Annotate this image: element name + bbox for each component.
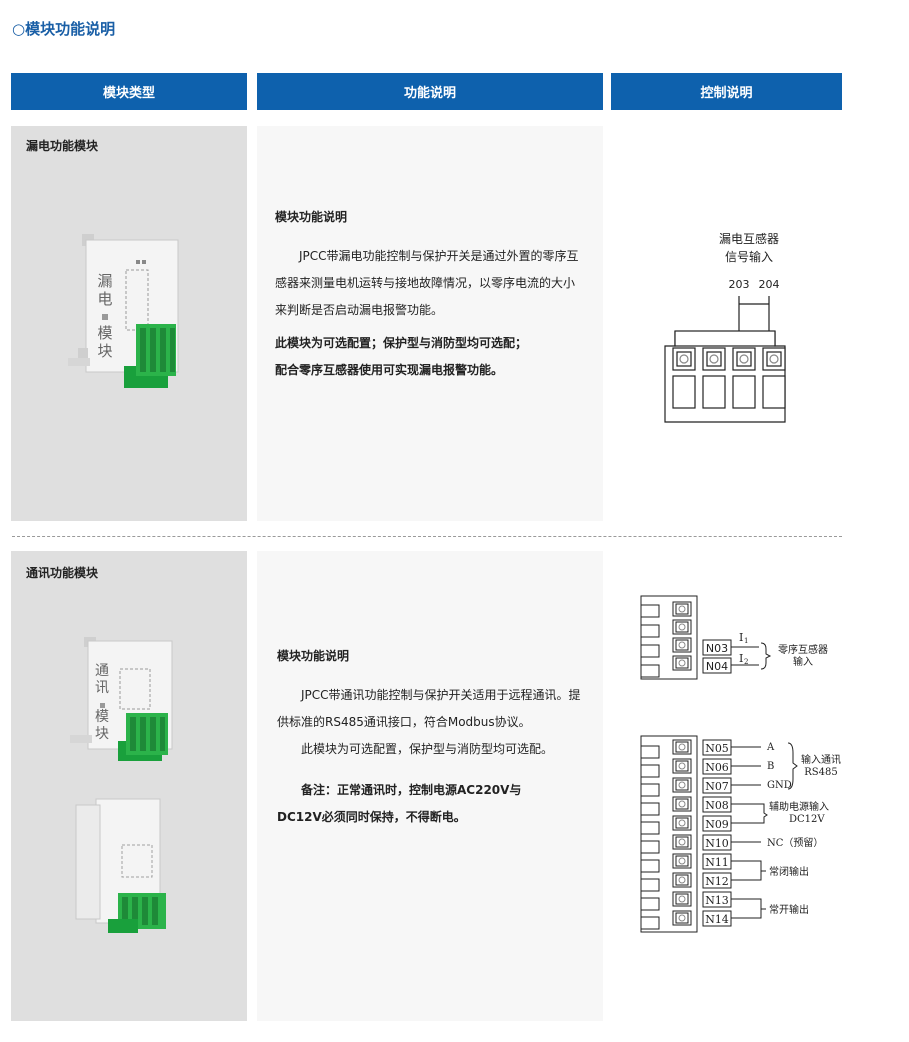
comm-device-char-3: 模 — [95, 709, 109, 725]
comm-device-char-4: 块 — [95, 726, 109, 742]
leakage-module-name: 漏电功能模块 — [26, 139, 99, 153]
leakage-desc-usage: 配合零序互感器使用可实现漏电报警功能。 — [275, 363, 504, 377]
signal-GND: GND — [767, 780, 792, 791]
comm-desc-note-a: 备注：正常通讯时，控制电源AC220V与 — [301, 783, 522, 797]
term-N08: N08 — [705, 799, 729, 812]
section-divider — [12, 536, 842, 537]
top-group-label-1: 零序互感器 — [778, 643, 828, 656]
group-rs485-label-1: 输入通讯 — [801, 753, 841, 766]
comm-module-image-front: 通 讯 模 块 — [70, 637, 173, 761]
leakage-ctrl-label-2: 信号输入 — [725, 249, 773, 264]
term-N05: N05 — [705, 742, 729, 755]
comm-desc-title: 模块功能说明 — [277, 649, 350, 663]
nc-reserved-label: NC（预留） — [767, 836, 823, 849]
label-I1: I — [739, 631, 743, 644]
signal-B: B — [767, 761, 774, 772]
comm-function-panel — [257, 551, 603, 1021]
comm-terminal-diagram: N03 N04 I 1 I 2 零序互感器 输入 — [640, 595, 841, 933]
label-I1-sub: 1 — [744, 637, 748, 645]
label-I2-sub: 2 — [744, 658, 748, 666]
header-function: 功能说明 — [257, 73, 603, 110]
group-aux-label-2: DC12V — [789, 814, 825, 825]
leakage-desc-option: 此模块为可选配置；保护型与消防型均可选配； — [275, 336, 528, 350]
leakage-device-char-3: 模 — [97, 324, 112, 342]
term-N13: N13 — [705, 894, 729, 907]
term-N09: N09 — [705, 818, 729, 831]
leakage-terminal-diagram: 漏电互感器 信号输入 203 204 — [664, 231, 786, 423]
leakage-device-char-2: 电 — [97, 290, 112, 308]
header-module-type: 模块类型 — [11, 73, 247, 110]
comm-desc-note-b: DC12V必须同时保持，不得断电。 — [277, 810, 466, 824]
comm-desc-paragraph: JPCC带通讯功能控制与保护开关适用于远程通讯。提供标准的RS485通讯接口，符… — [277, 688, 581, 729]
comm-type-panel — [11, 551, 247, 1021]
comm-module-image-side — [75, 798, 166, 933]
comm-description: 模块功能说明 JPCC带通讯功能控制与保护开关适用于远程通讯。提供标准的RS48… — [277, 643, 585, 831]
term-N12: N12 — [705, 875, 729, 888]
term-N10: N10 — [705, 837, 729, 850]
comm-device-char-1: 通 — [95, 663, 109, 679]
comm-desc-option: 此模块为可选配置，保护型与消防型均可选配。 — [301, 742, 554, 756]
term-N06: N06 — [705, 761, 729, 774]
term-N07: N07 — [705, 780, 729, 793]
header-control: 控制说明 — [611, 73, 842, 110]
comm-module-name: 通讯功能模块 — [26, 566, 99, 580]
leakage-ctrl-label-1: 漏电互感器 — [719, 231, 779, 246]
normally-closed-output-label: 常闭输出 — [769, 865, 809, 878]
leakage-module-image: 漏 电 模 块 — [68, 234, 179, 388]
leakage-term-204: 204 — [759, 278, 780, 291]
leakage-function-panel — [257, 126, 603, 521]
top-group-label-2: 输入 — [793, 655, 813, 668]
signal-A: A — [766, 742, 775, 753]
group-rs485-label-2: RS485 — [804, 767, 837, 778]
group-aux-label-1: 辅助电源输入 — [769, 800, 829, 813]
leakage-device-char-1: 漏 — [97, 272, 112, 290]
comm-device-char-2: 讯 — [95, 680, 109, 696]
normally-open-output-label: 常开输出 — [769, 903, 809, 916]
term-N14: N14 — [705, 913, 729, 926]
leakage-device-char-4: 块 — [97, 342, 112, 360]
leakage-desc-paragraph: JPCC带漏电功能控制与保护开关是通过外置的零序互感器来测量电机运转与接地故障情… — [275, 249, 579, 317]
leakage-description: 模块功能说明 JPCC带漏电功能控制与保护开关是通过外置的零序互感器来测量电机运… — [275, 204, 585, 384]
term-N04: N04 — [706, 660, 728, 673]
leakage-desc-title: 模块功能说明 — [275, 210, 348, 224]
term-N03: N03 — [706, 642, 728, 655]
label-I2: I — [739, 652, 743, 665]
term-N11: N11 — [705, 856, 729, 869]
leakage-term-203: 203 — [729, 278, 750, 291]
page-title: ○模块功能说明 — [12, 20, 116, 38]
